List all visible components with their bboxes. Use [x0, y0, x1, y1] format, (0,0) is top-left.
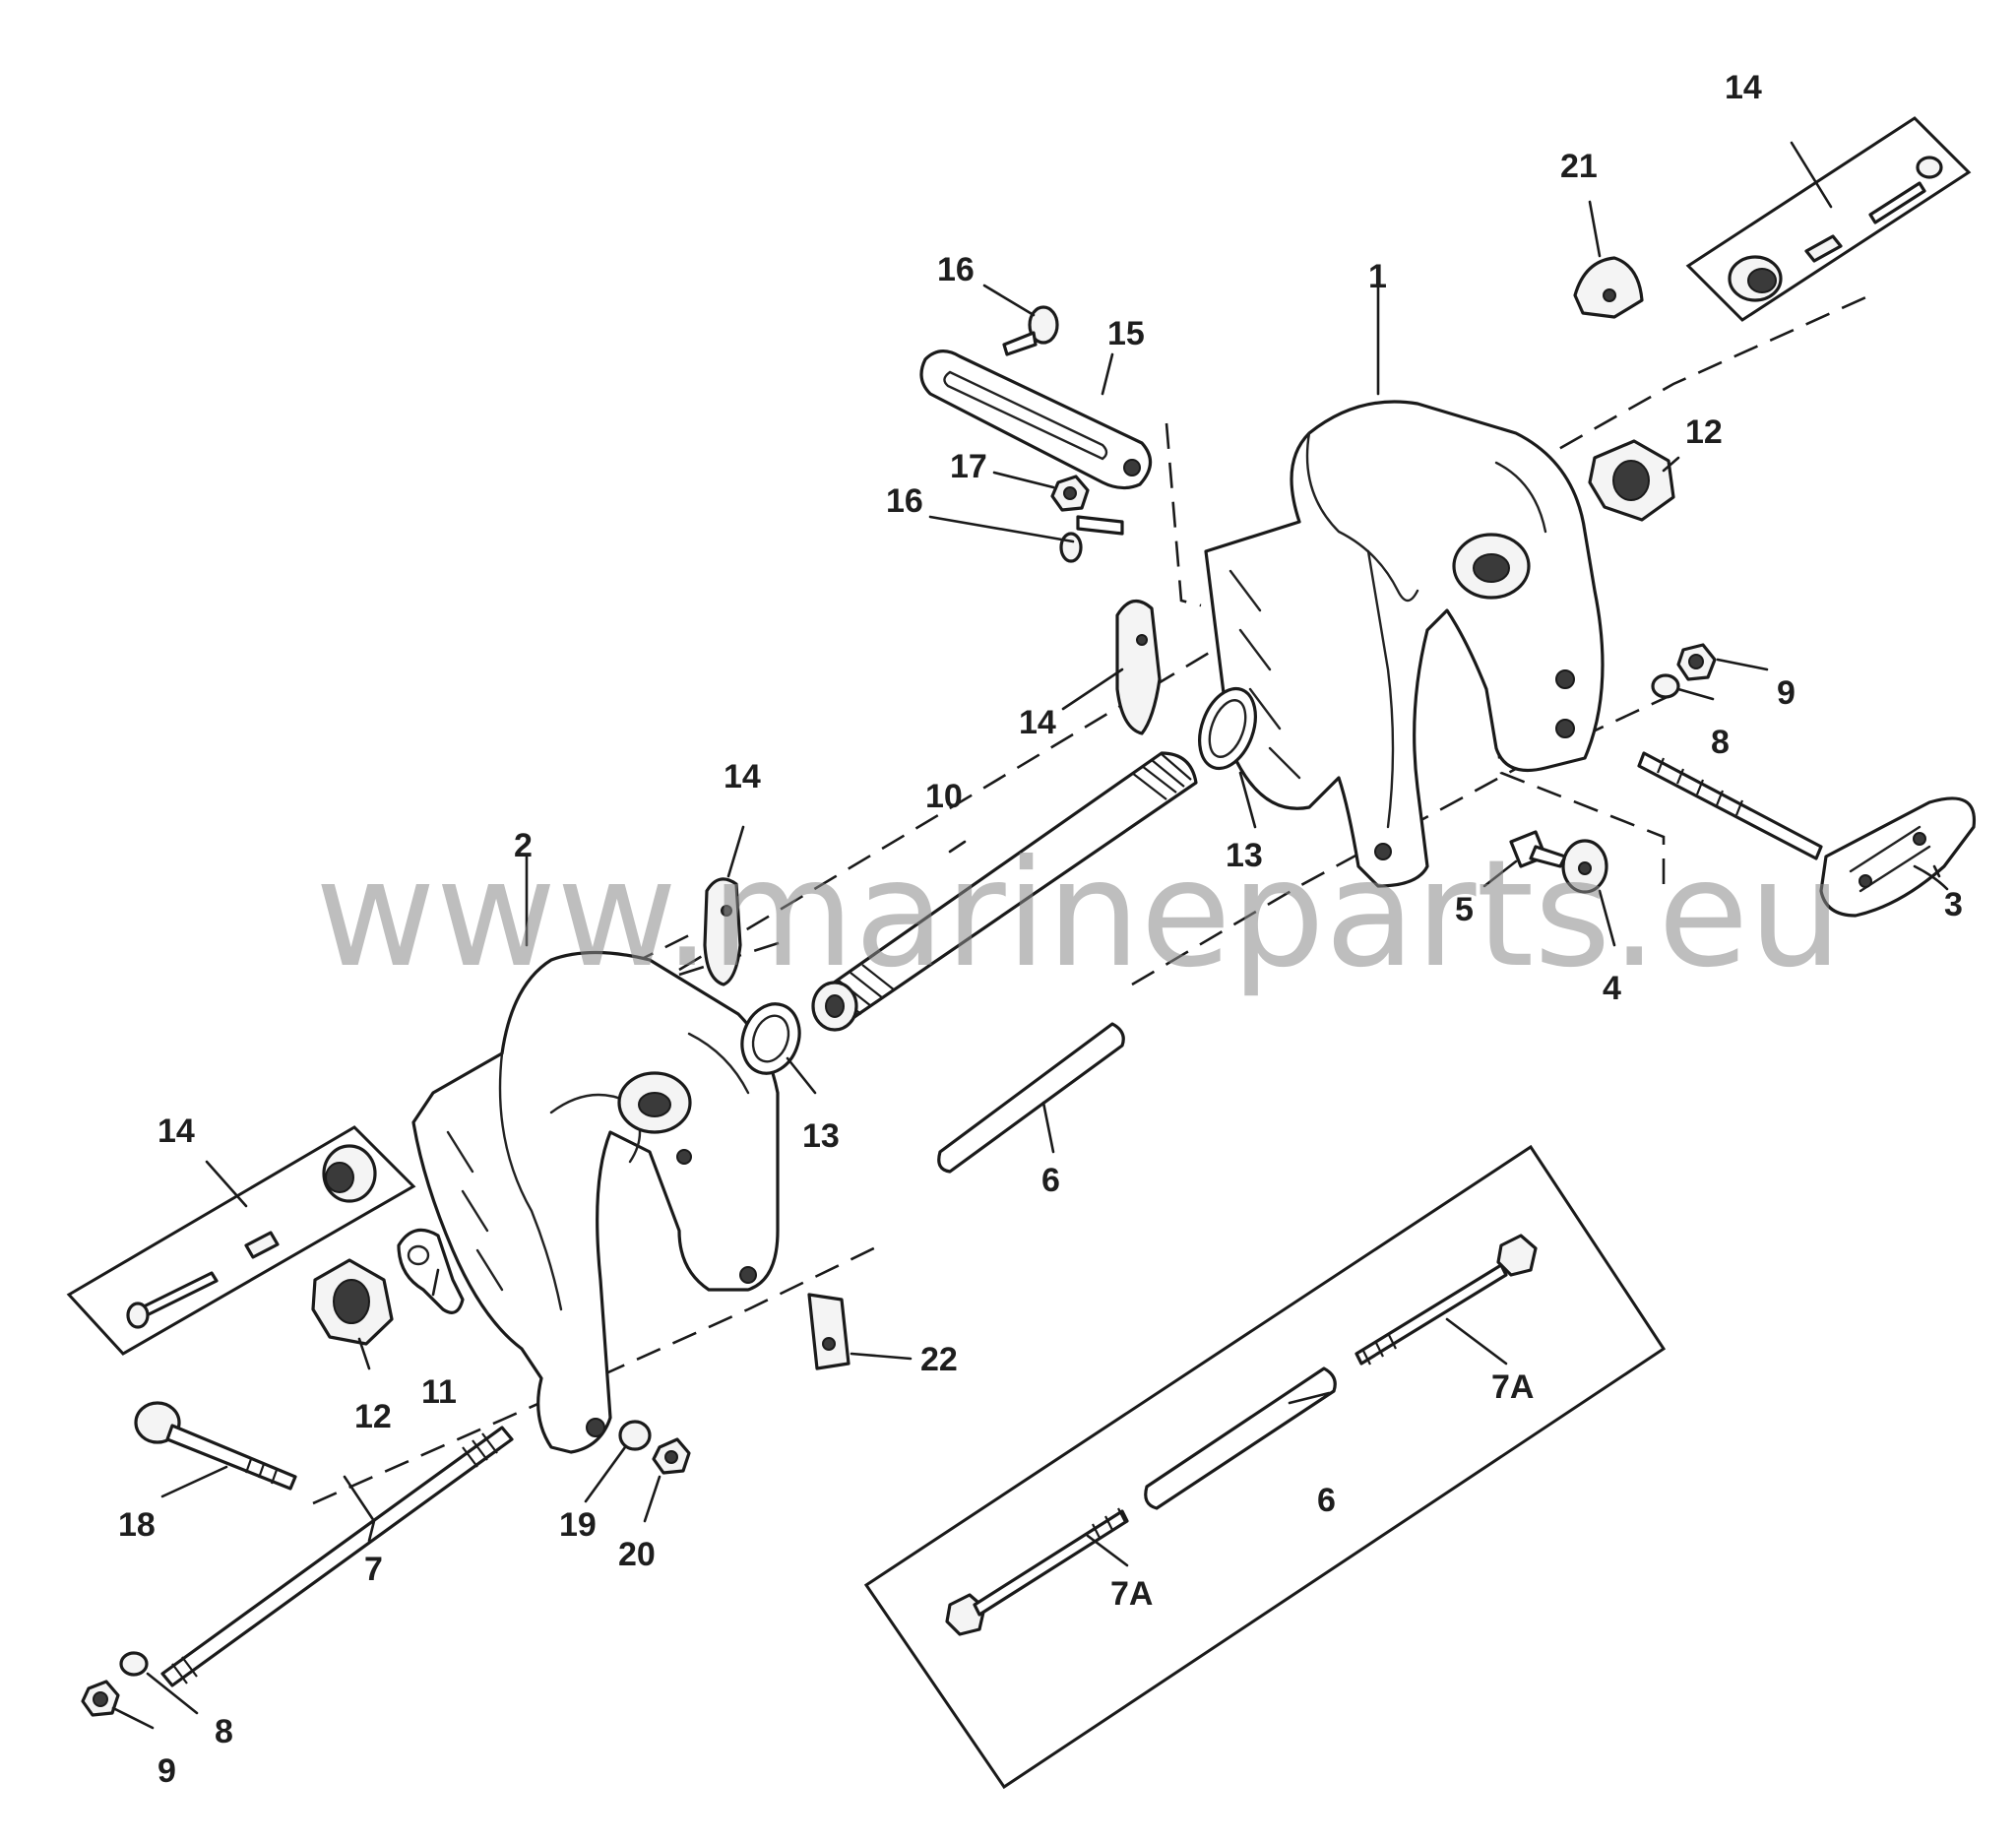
- t-bolt: [134, 1401, 297, 1491]
- callout-5: 5: [1455, 891, 1474, 928]
- callout-18: 18: [118, 1506, 156, 1544]
- clamp-bracket-right: [1204, 400, 1605, 888]
- nut-12-left: [311, 1258, 394, 1346]
- kit-box-14-left: [66, 1125, 416, 1356]
- callout-14-center: 14: [1019, 704, 1056, 741]
- spacer-tube: [937, 1022, 1125, 1174]
- kit-box-14-topright: [1685, 116, 1972, 322]
- callout-14-left: 14: [158, 1112, 195, 1150]
- callout-13-right: 13: [1226, 837, 1263, 874]
- callout-20: 20: [618, 1536, 656, 1573]
- callout-4: 4: [1603, 970, 1621, 1007]
- callout-9-right: 9: [1777, 674, 1796, 712]
- callout-6-box: 6: [1317, 1482, 1336, 1519]
- callout-12-right: 12: [1685, 413, 1723, 451]
- callout-8-right: 8: [1711, 724, 1730, 761]
- callout-7: 7: [364, 1551, 383, 1588]
- slotted-strap: [919, 350, 1153, 490]
- callout-2: 2: [514, 827, 533, 864]
- callout-22: 22: [920, 1341, 958, 1378]
- callout-13-left: 13: [802, 1117, 840, 1155]
- callout-labels: 1 2 3 4 5 6 6 7 7A 7A 8 8 9 9 10 11 12 1…: [118, 69, 1963, 1790]
- washer-8-right: [1651, 673, 1680, 699]
- long-bolt: [160, 1426, 514, 1687]
- callout-7a-upper: 7A: [1491, 1368, 1534, 1406]
- callout-14-topright: 14: [1725, 69, 1762, 106]
- pad-14-mid: [703, 877, 742, 986]
- callout-19: 19: [559, 1506, 597, 1544]
- callout-7a-lower: 7A: [1110, 1575, 1153, 1613]
- bolt-7a-upper: [1354, 1234, 1538, 1366]
- callout-16-top: 16: [937, 251, 975, 288]
- callout-6-upper: 6: [1041, 1162, 1060, 1199]
- spacer-6-box: [1144, 1366, 1337, 1510]
- pivot-tube: [811, 751, 1198, 1032]
- callout-11: 11: [421, 1373, 457, 1411]
- clamp-bracket-left: [411, 950, 780, 1454]
- callout-14-mid: 14: [724, 758, 761, 795]
- callout-15: 15: [1107, 315, 1145, 352]
- fasteners: [81, 256, 1823, 1717]
- plate-22: [807, 1293, 850, 1370]
- washer-13-left: [740, 1002, 801, 1075]
- watermark: www.marineparts.eu: [315, 829, 1843, 1000]
- cap-21: [1573, 256, 1644, 319]
- washer-13-right: [1198, 686, 1257, 771]
- handle-screw: [1637, 751, 1823, 860]
- handle: [1819, 796, 1977, 918]
- callout-21: 21: [1560, 148, 1598, 185]
- pad-14-center: [1115, 599, 1162, 735]
- bolt-16-top: [1002, 305, 1059, 356]
- washer-19: [618, 1420, 652, 1451]
- bolt-16-mid: [1059, 515, 1124, 563]
- leader-lines: [111, 141, 1949, 1730]
- callout-8-left: 8: [215, 1713, 233, 1750]
- callout-1: 1: [1368, 258, 1387, 295]
- callout-9-left: 9: [158, 1752, 176, 1790]
- callout-10: 10: [925, 778, 963, 815]
- nut-12-right: [1588, 439, 1675, 522]
- callout-17: 17: [950, 448, 987, 485]
- alternate-kit-box: [863, 1144, 1667, 1790]
- tab-washer-11: [397, 1228, 465, 1314]
- callout-16-mid: 16: [886, 482, 923, 520]
- bolt-7a-lower: [945, 1507, 1129, 1636]
- callout-12-left: 12: [354, 1398, 392, 1435]
- callout-3: 3: [1944, 886, 1963, 923]
- washer-8-left: [119, 1651, 149, 1677]
